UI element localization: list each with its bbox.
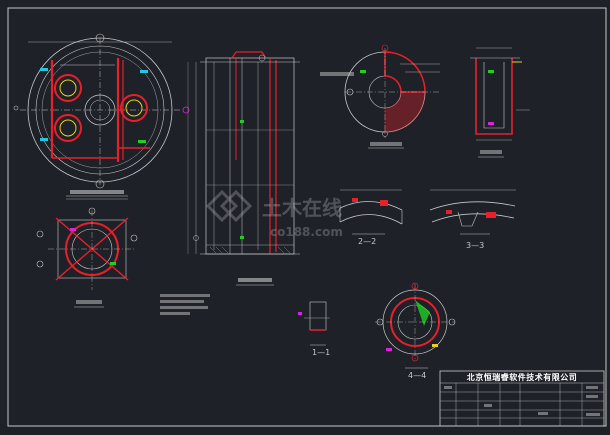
title-block-text: 北京恒瑞睿软件技术有限公司 — [440, 371, 604, 426]
title-block — [439, 370, 605, 427]
section-1-1: 1—1 — [298, 301, 330, 357]
section-label-3-3: 3—3 — [466, 241, 484, 250]
section-2-2: 2—2 — [339, 189, 403, 246]
plan-view — [13, 33, 190, 200]
watermark-domain: co188.com — [270, 225, 343, 239]
watermark: 土木在线 co188.com — [205, 189, 343, 239]
manhole-cover-plan — [320, 44, 440, 149]
section-label-1-1: 1—1 — [312, 348, 330, 357]
reinforcement-plan — [36, 207, 138, 308]
notes-block — [160, 294, 210, 315]
elevation-view — [187, 51, 300, 286]
section-label-2-2: 2—2 — [358, 237, 376, 246]
section-4-4: 4—4 — [375, 282, 456, 380]
watermark-brand: 土木在线 — [262, 196, 342, 220]
section-label-4-4: 4—4 — [408, 371, 426, 380]
company-name: 北京恒瑞睿软件技术有限公司 — [466, 372, 578, 382]
inlet-section — [470, 47, 530, 158]
section-3-3: 3—3 — [429, 189, 516, 250]
sheet-border — [7, 7, 607, 427]
